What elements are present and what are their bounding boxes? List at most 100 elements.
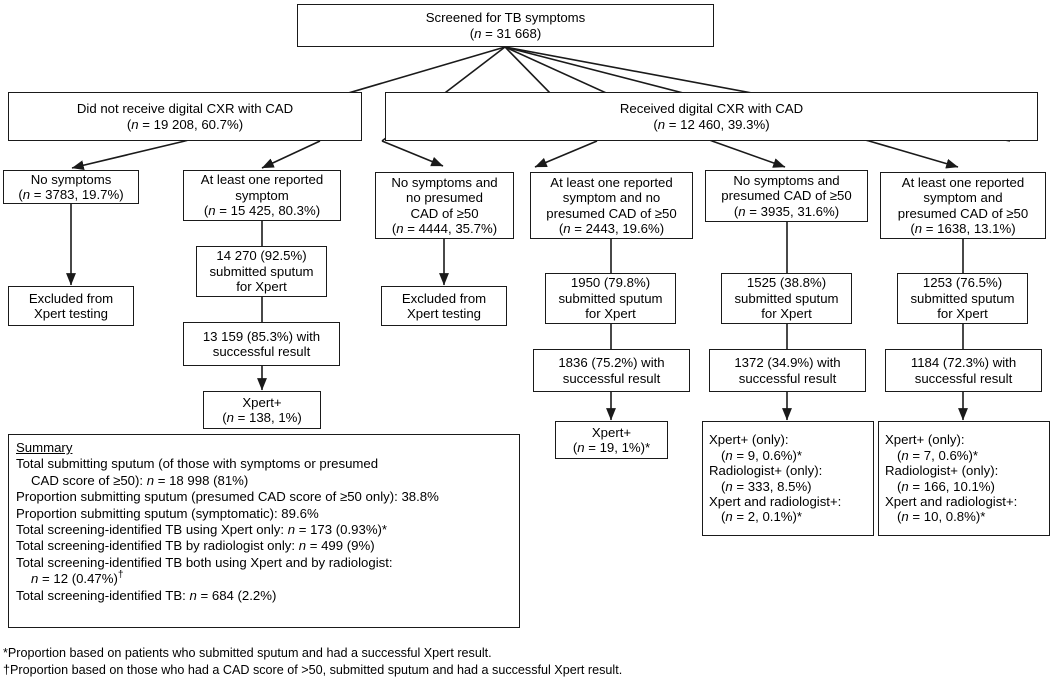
node-at-least-one-reported-symptom: At least one reported symptom (n = 15 42… — [183, 170, 341, 221]
summary-line: Proportion submitting sputum (symptomati… — [16, 505, 319, 521]
node-line: No symptoms — [30, 171, 112, 187]
node-line: (n = 10, 0.8%)* — [897, 509, 986, 525]
node-line: Radiologist+ (only): — [885, 463, 999, 479]
node-symptom-presumed-cad: At least one reported symptom and presum… — [880, 172, 1046, 239]
node-line: (n = 4444, 35.7%) — [391, 220, 498, 236]
node-xpert-positive-c2: Xpert+ (n = 138, 1%) — [203, 391, 321, 429]
node-no-symptoms-presumed-cad: No symptoms and presumed CAD of ≥50 (n =… — [705, 170, 868, 222]
node-line: (n = 2, 0.1%)* — [721, 509, 803, 525]
node-submitted-sputum-c5: 1525 (38.8%) submitted sputum for Xpert — [721, 273, 852, 324]
node-line: (n = 31 668) — [469, 25, 542, 41]
node-line: for Xpert — [585, 306, 636, 322]
node-line: At least one reported — [901, 174, 1025, 190]
footnote-dagger: †Proportion based on those who had a CAD… — [3, 663, 623, 677]
node-line: Received digital CXR with CAD — [619, 101, 804, 117]
node-line: (n = 138, 1%) — [222, 410, 302, 425]
node-line: Xpert testing — [406, 306, 482, 321]
node-line: (n = 19 208, 60.7%) — [126, 116, 244, 132]
node-line: 1253 (76.5%) — [922, 275, 1003, 291]
node-line: No symptoms and — [733, 172, 840, 188]
node-line: (n = 7, 0.6%)* — [897, 447, 979, 463]
node-line: (n = 166, 10.1%) — [897, 478, 995, 494]
node-line: Radiologist+ (only): — [709, 463, 823, 479]
node-line: submitted sputum — [558, 290, 663, 306]
node-results-breakdown-c6: Xpert+ (only): (n = 7, 0.6%)* Radiologis… — [878, 421, 1050, 536]
summary-line: Proportion submitting sputum (presumed C… — [16, 489, 439, 505]
node-line: Xpert and radiologist+: — [885, 493, 1018, 509]
node-line: presumed CAD of ≥50 — [546, 205, 677, 221]
node-line: No symptoms and — [391, 174, 498, 190]
node-submitted-sputum-c4: 1950 (79.8%) submitted sputum for Xpert — [545, 273, 676, 324]
node-line: successful result — [212, 344, 311, 359]
node-line: symptom — [235, 187, 289, 203]
node-line: (n = 3783, 19.7%) — [18, 187, 124, 202]
node-line: 13 159 (85.3%) with — [202, 328, 321, 344]
node-line: (n = 9, 0.6%)* — [721, 447, 803, 463]
footnote-asterisk: *Proportion based on patients who submit… — [3, 646, 492, 660]
node-line: 14 270 (92.5%) — [216, 248, 307, 264]
node-line: for Xpert — [937, 306, 988, 322]
node-successful-result-c5: 1372 (34.9%) with successful result — [709, 349, 866, 392]
node-successful-result-c4: 1836 (75.2%) with successful result — [533, 349, 690, 392]
node-line: for Xpert — [236, 279, 287, 295]
node-did-not-receive-cxr-cad: Did not receive digital CXR with CAD (n … — [8, 92, 362, 141]
summary-line: CAD score of ≥50): n = 18 998 (81%) — [31, 472, 249, 488]
node-no-symptoms: No symptoms (n = 3783, 19.7%) — [3, 170, 139, 204]
node-line: 1372 (34.9%) with — [734, 355, 841, 371]
summary-line: Total screening-identified TB using Xper… — [16, 522, 388, 538]
summary-line: Total screening-identified TB both using… — [16, 554, 393, 570]
node-line: (n = 19, 1%)* — [572, 440, 651, 455]
node-line: Excluded from — [401, 290, 487, 306]
node-received-cxr-cad: Received digital CXR with CAD (n = 12 46… — [385, 92, 1038, 141]
node-no-symptoms-no-presumed-cad: No symptoms and no presumed CAD of ≥50 (… — [375, 172, 514, 239]
node-line: successful result — [562, 370, 661, 386]
node-screened-for-tb-symptoms: Screened for TB symptoms (n = 31 668) — [297, 4, 714, 47]
summary-title: Summary — [16, 440, 73, 455]
node-line: At least one reported — [200, 172, 324, 188]
node-line: (n = 3935, 31.6%) — [733, 203, 840, 219]
node-line: for Xpert — [761, 306, 812, 322]
node-line: Excluded from — [28, 290, 114, 306]
node-xpert-positive-c4: Xpert+ (n = 19, 1%)* — [555, 421, 668, 459]
node-line: Xpert+ (only): — [709, 432, 789, 448]
node-line: Xpert+ — [242, 394, 282, 410]
node-results-breakdown-c5: Xpert+ (only): (n = 9, 0.6%)* Radiologis… — [702, 421, 874, 536]
node-line: Screened for TB symptoms — [425, 10, 586, 26]
node-line: Xpert and radiologist+: — [709, 493, 842, 509]
node-line: submitted sputum — [734, 290, 839, 306]
node-successful-result-c6: 1184 (72.3%) with successful result — [885, 349, 1042, 392]
summary-line: Total submitting sputum (of those with s… — [16, 456, 379, 472]
node-excluded-from-xpert-testing-2: Excluded from Xpert testing — [381, 286, 507, 326]
node-line: no presumed — [406, 190, 483, 206]
node-line: Xpert+ (only): — [885, 432, 965, 448]
node-line: (n = 15 425, 80.3%) — [203, 203, 321, 219]
node-line: 1836 (75.2%) with — [558, 355, 665, 371]
node-successful-result-c2: 13 159 (85.3%) with successful result — [183, 322, 340, 366]
node-line: submitted sputum — [209, 263, 314, 279]
node-line: presumed CAD of ≥50 — [721, 188, 852, 204]
node-excluded-from-xpert-testing-1: Excluded from Xpert testing — [8, 286, 134, 326]
node-line: 1184 (72.3%) with — [910, 355, 1017, 371]
summary-line: Total screening-identified TB by radiolo… — [16, 538, 375, 554]
node-line: Did not receive digital CXR with CAD — [76, 101, 294, 117]
node-line: 1950 (79.8%) — [570, 275, 651, 291]
node-line: successful result — [914, 370, 1013, 386]
node-line: (n = 2443, 19.6%) — [558, 220, 665, 236]
node-line: presumed CAD of ≥50 — [897, 205, 1029, 221]
summary-line: n = 12 (0.47%)† — [31, 569, 124, 587]
node-line: (n = 12 460, 39.3%) — [653, 116, 770, 132]
node-line: symptom and — [923, 190, 1003, 206]
node-line: Xpert testing — [33, 306, 109, 321]
node-submitted-sputum-c2: 14 270 (92.5%) submitted sputum for Xper… — [196, 246, 327, 297]
node-submitted-sputum-c6: 1253 (76.5%) submitted sputum for Xpert — [897, 273, 1028, 324]
node-line: CAD of ≥50 — [410, 205, 479, 221]
footnotes: *Proportion based on patients who submit… — [3, 645, 1047, 679]
node-line: Xpert+ — [591, 424, 632, 440]
node-line: symptom and no — [562, 190, 661, 206]
node-line: 1525 (38.8%) — [746, 275, 827, 291]
node-line: submitted sputum — [910, 290, 1015, 306]
node-symptom-no-presumed-cad: At least one reported symptom and no pre… — [530, 172, 693, 239]
node-line: successful result — [738, 370, 837, 386]
node-line: (n = 333, 8.5%) — [721, 478, 812, 494]
